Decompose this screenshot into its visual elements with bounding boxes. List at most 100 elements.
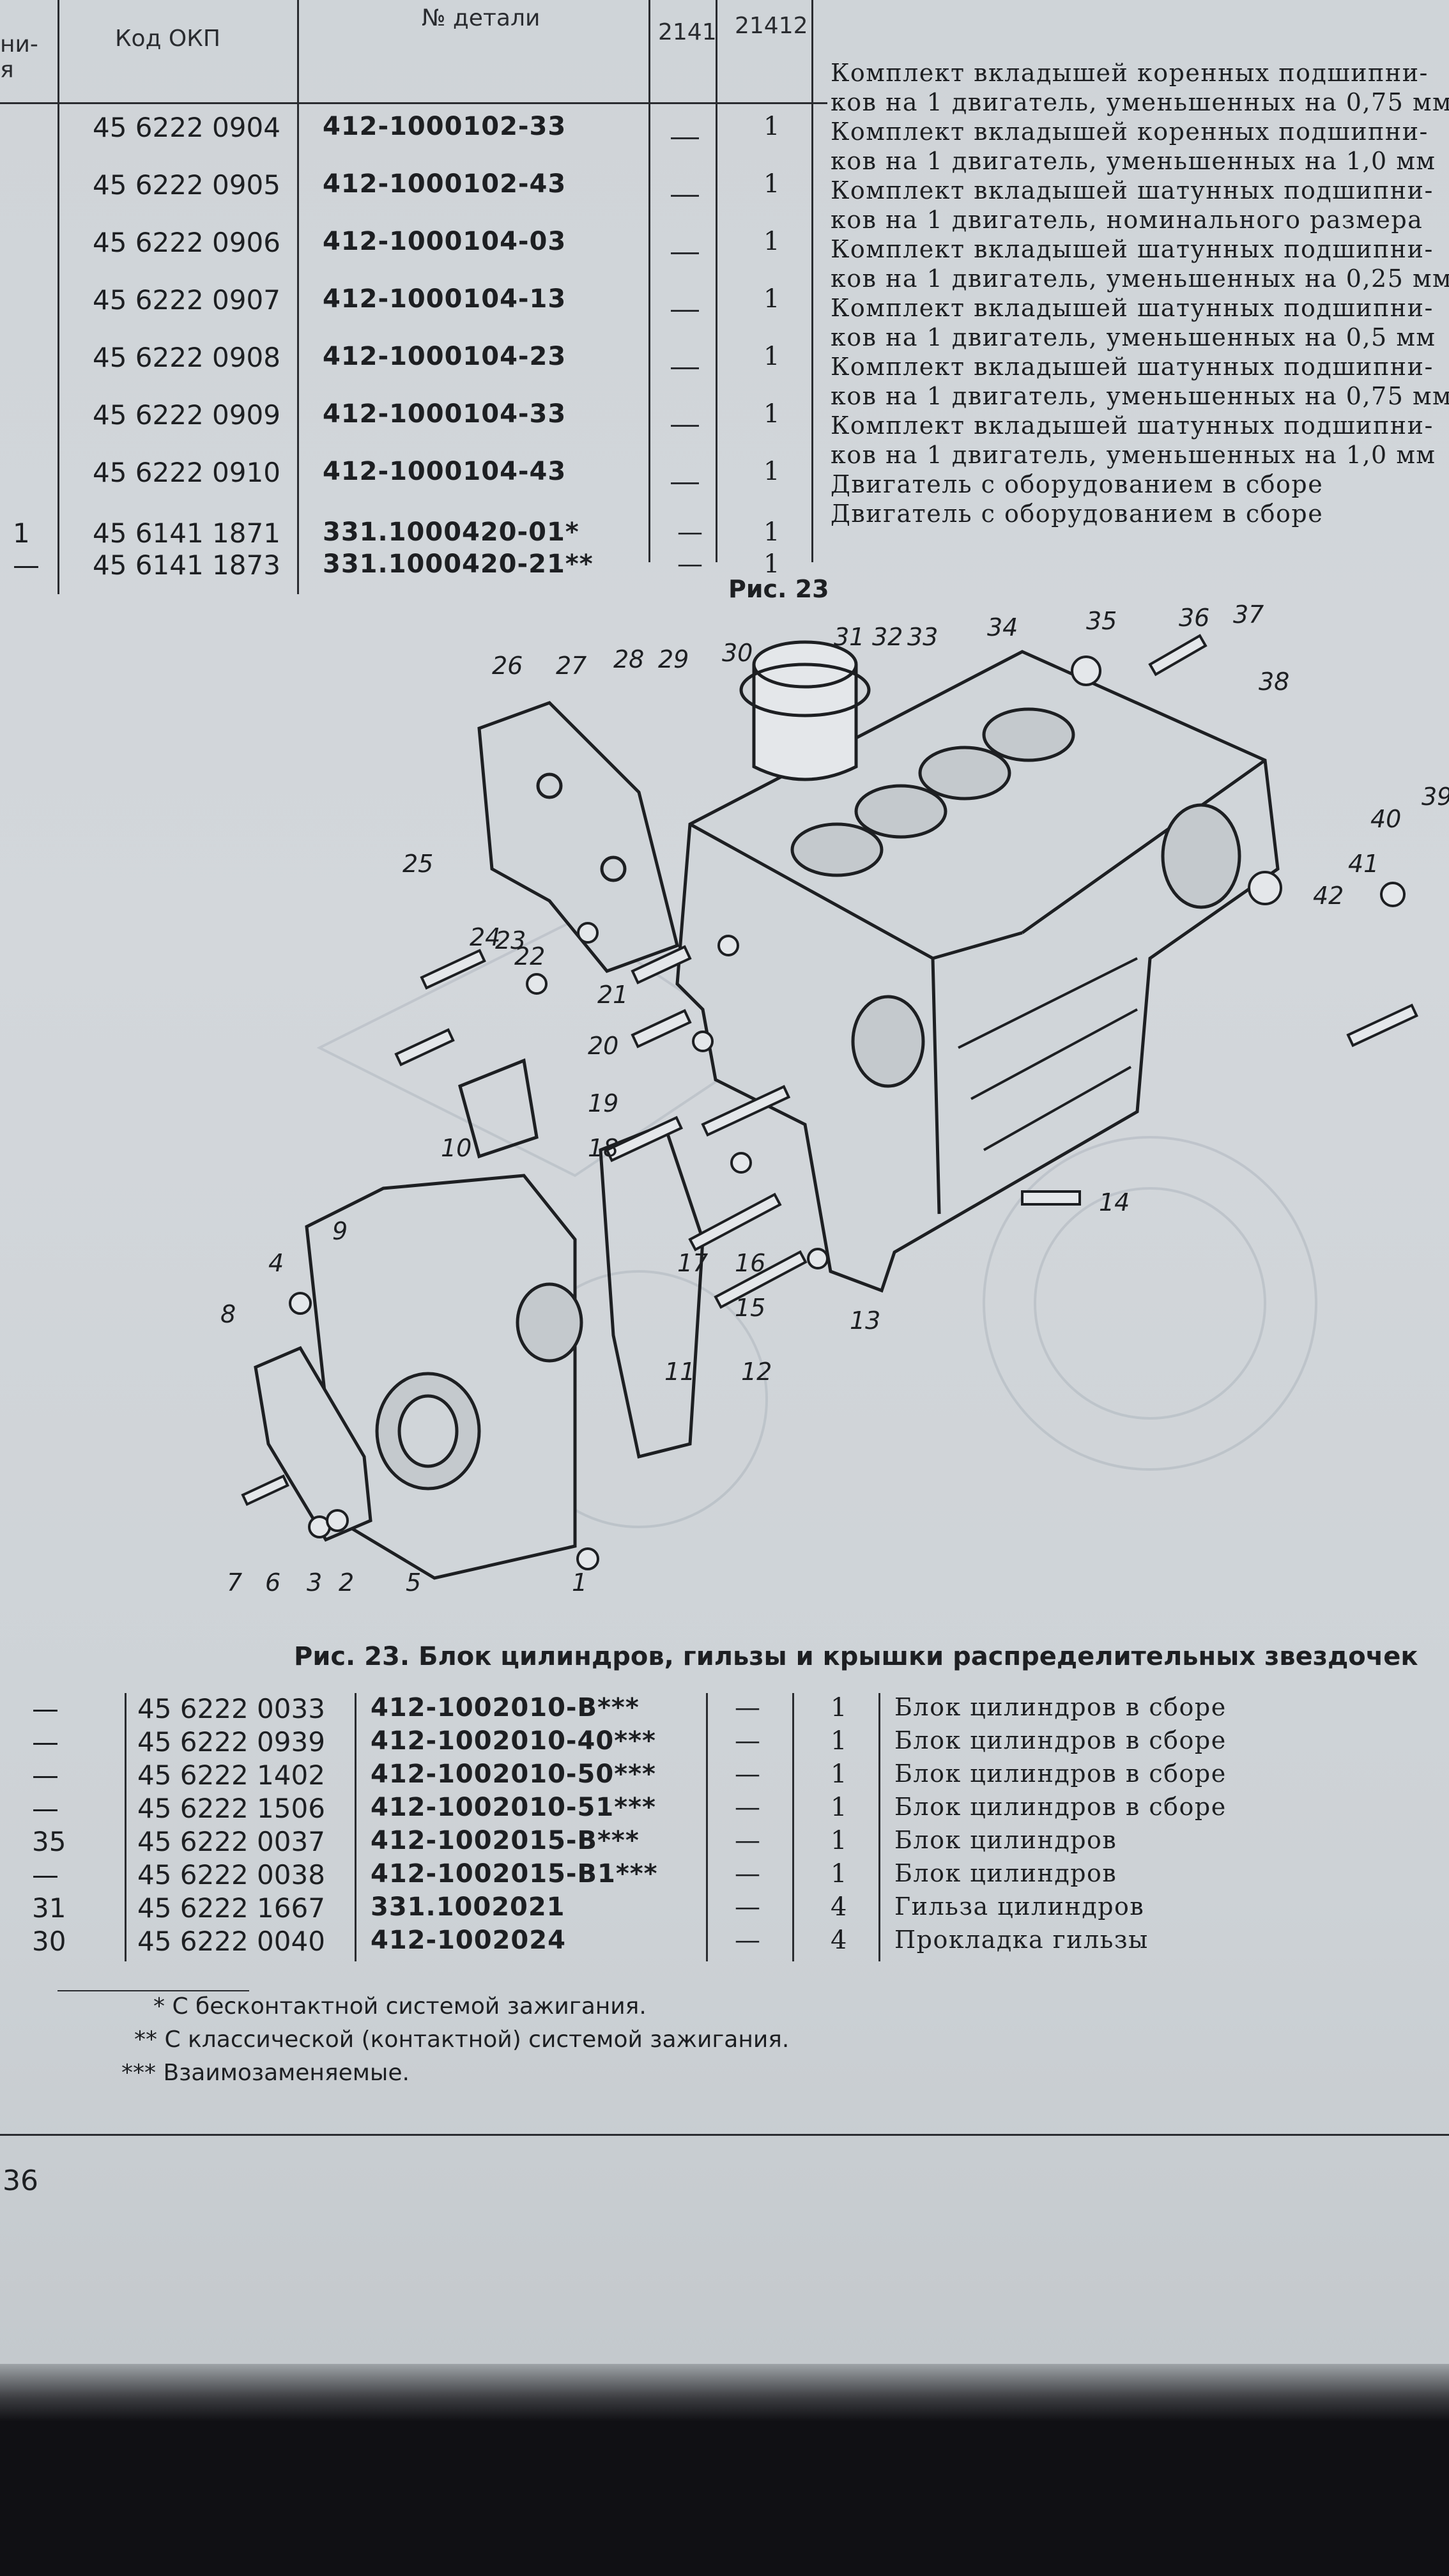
page-edge-shadow (0, 2364, 1449, 2421)
callout-28: 28 (613, 645, 644, 673)
row-position: — (32, 1793, 59, 1824)
column-rule (811, 0, 813, 562)
callout-1: 1 (572, 1568, 587, 1597)
callout-13: 13 (850, 1307, 880, 1335)
description-line: ков на 1 двигатель, уменьшенных на 0,5 м… (831, 323, 1436, 351)
callout-34: 34 (987, 613, 1018, 641)
row-qty-21412: 1 (831, 1693, 847, 1722)
row-2141-dash (671, 425, 699, 427)
callout-39: 39 (1422, 783, 1449, 811)
callout-7: 7 (227, 1568, 242, 1597)
footnote-3: *** Взаимозаменяемые. (121, 2060, 410, 2086)
callout-32: 32 (872, 623, 903, 651)
callout-33: 33 (907, 623, 938, 651)
figure-label: Рис. 23 (728, 575, 829, 603)
row-2141-dash (671, 310, 699, 312)
row-part-number: 412-1002010-В*** (371, 1693, 640, 1722)
header-prev-column: ни- я (0, 31, 38, 83)
description-line: ков на 1 двигатель, уменьшенных на 0,75 … (831, 88, 1449, 116)
row-description: Блок цилиндров (894, 1826, 1117, 1854)
row-okp-code: 45 6222 0909 (93, 399, 280, 431)
column-rule (792, 1693, 794, 1961)
description-line: Комплект вкладышей коренных подшипни- (831, 59, 1429, 87)
row-qty-21412: 1 (763, 399, 780, 429)
row-position: — (13, 549, 40, 581)
callout-22: 22 (514, 942, 545, 970)
row-part-number: 412-1000104-43 (323, 457, 567, 486)
row-part-number: 331.1002021 (371, 1892, 565, 1922)
column-rule (125, 1693, 126, 1961)
row-okp-code: 45 6222 0033 (137, 1693, 325, 1724)
row-okp-code: 45 6222 0038 (137, 1859, 325, 1890)
callout-12: 12 (741, 1358, 772, 1386)
timing-cover (254, 1058, 705, 1580)
row-okp-code: 45 6141 1873 (93, 549, 280, 581)
row-2141-dash (671, 195, 699, 197)
callout-26: 26 (492, 652, 523, 680)
description-line: Комплект вкладышей коренных подшипни- (831, 118, 1429, 146)
description-line: Комплект вкладышей шатунных подшипни- (831, 353, 1434, 381)
row-qty-21412: 1 (763, 284, 780, 314)
callout-29: 29 (658, 645, 689, 673)
row-okp-code: 45 6222 1667 (137, 1892, 325, 1924)
callout-18: 18 (588, 1134, 618, 1162)
column-rule (878, 1693, 880, 1961)
header-rule (0, 102, 827, 104)
callout-2: 2 (339, 1568, 354, 1597)
callout-30: 30 (722, 639, 753, 667)
description-line: ков на 1 двигатель, уменьшенных на 0,75 … (831, 382, 1449, 410)
row-qty-21412: 1 (831, 1826, 847, 1855)
callout-25: 25 (402, 850, 433, 878)
row-qty-21412: 1 (763, 549, 780, 579)
cylinder-block (675, 650, 1280, 1293)
row-position: — (32, 1859, 59, 1890)
callout-40: 40 (1370, 805, 1401, 833)
header-21412: 21412 (735, 13, 808, 39)
row-okp-code: 45 6222 0907 (93, 284, 280, 316)
row-position: — (32, 1726, 59, 1758)
row-okp-code: 45 6222 0910 (93, 457, 280, 488)
description-line: Двигатель с оборудованием в сборе (831, 470, 1324, 498)
row-qty-2141: — (735, 1759, 760, 1789)
row-qty-2141: — (735, 1859, 760, 1889)
row-qty-2141: — (735, 1726, 760, 1756)
row-description: Блок цилиндров (894, 1859, 1117, 1887)
callout-8: 8 (220, 1300, 236, 1328)
row-qty-21412: 4 (831, 1892, 847, 1922)
description-line: ков на 1 двигатель, уменьшенных на 1,0 м… (831, 147, 1436, 175)
callout-24: 24 (470, 923, 500, 951)
row-qty-21412: 1 (763, 457, 780, 486)
row-qty-21412: 1 (831, 1759, 847, 1789)
row-okp-code: 45 6222 1402 (137, 1759, 325, 1791)
row-qty-2141: — (735, 1892, 760, 1922)
row-part-number: 331.1000420-01* (323, 518, 579, 547)
row-description: Блок цилиндров в сборе (894, 1759, 1227, 1788)
callout-14: 14 (1099, 1188, 1130, 1216)
callout-19: 19 (588, 1089, 618, 1117)
callout-36: 36 (1179, 604, 1209, 632)
callout-15: 15 (735, 1294, 765, 1322)
figure-caption: Рис. 23. Блок цилиндров, гильзы и крышки… (294, 1642, 1418, 1671)
row-2141-dash (671, 252, 699, 254)
row-part-number: 412-1002024 (371, 1926, 566, 1955)
row-description: Прокладка гильзы (894, 1926, 1149, 1954)
catalog-page: ни- я Код ОКП № детали 2141 21412 45 622… (0, 0, 1449, 2364)
callout-5: 5 (406, 1568, 421, 1597)
row-part-number: 412-1000104-33 (323, 399, 567, 429)
callout-38: 38 (1259, 668, 1289, 696)
callout-11: 11 (664, 1358, 695, 1386)
row-qty-2141: — (735, 1826, 760, 1855)
description-line: ков на 1 двигатель, уменьшенных на 1,0 м… (831, 441, 1436, 469)
row-2141-dash (671, 137, 699, 139)
row-position: — (32, 1759, 59, 1791)
row-qty-21412: 1 (831, 1793, 847, 1822)
callout-10: 10 (441, 1134, 471, 1162)
callout-20: 20 (588, 1032, 618, 1060)
callout-42: 42 (1313, 882, 1344, 910)
callout-16: 16 (735, 1249, 765, 1277)
row-okp-code: 45 6222 0905 (93, 169, 280, 201)
description-line: Комплект вкладышей шатунных подшипни- (831, 176, 1434, 204)
row-position: 1 (13, 518, 30, 549)
